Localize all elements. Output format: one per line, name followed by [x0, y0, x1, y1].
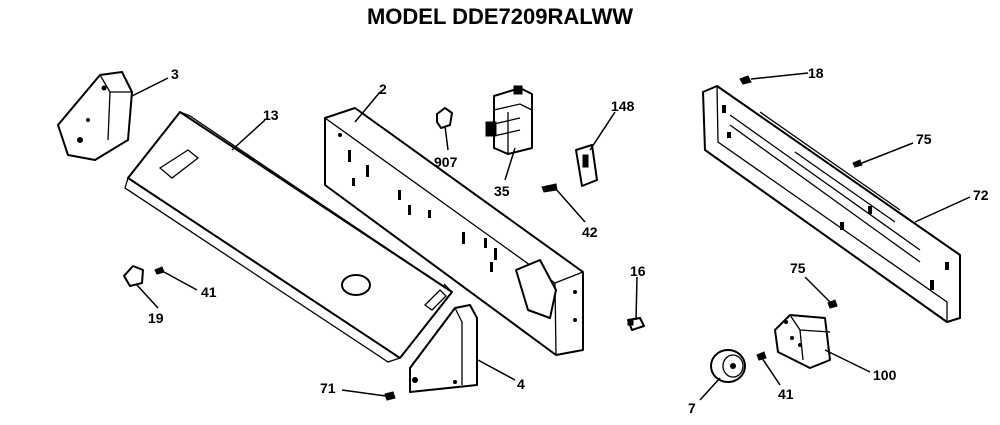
label-part-41-right: 41 — [778, 386, 794, 402]
part-42-screw — [541, 183, 558, 193]
label-part-75-lower: 75 — [790, 260, 806, 276]
label-part-18: 18 — [808, 65, 824, 81]
part-19-clip — [123, 265, 144, 287]
label-part-42: 42 — [582, 224, 598, 240]
label-part-75-upper: 75 — [916, 131, 932, 147]
label-part-3: 3 — [171, 66, 179, 82]
label-part-13: 13 — [263, 107, 279, 123]
part-labels: 3 13 2 907 35 148 42 18 75 72 16 75 100 … — [148, 65, 989, 416]
part-13-console-panel — [124, 111, 453, 363]
part-100-timer — [774, 314, 831, 369]
label-part-100: 100 — [873, 367, 897, 383]
part-18-screw — [739, 75, 752, 85]
part-71-screw — [384, 391, 396, 401]
part-2-control-panel — [324, 107, 584, 356]
label-part-148: 148 — [611, 98, 635, 114]
part-148-switch — [575, 144, 598, 187]
part-75-screw-lower — [827, 299, 838, 309]
leader-lines — [131, 72, 971, 401]
part-41-screw-left — [154, 266, 165, 275]
label-part-72: 72 — [973, 187, 989, 203]
part-75-screw-upper — [852, 159, 863, 168]
part-41-screw-right — [756, 351, 767, 361]
label-part-7: 7 — [688, 400, 696, 416]
label-part-71: 71 — [320, 380, 336, 396]
label-part-4: 4 — [517, 376, 525, 392]
part-72-rear-panel — [702, 85, 961, 323]
part-4-right-end-cap — [409, 304, 478, 393]
diagram-title: MODEL DDE7209RALWW — [367, 4, 633, 29]
part-907-clip — [436, 107, 453, 129]
label-part-19: 19 — [148, 310, 164, 326]
label-part-35: 35 — [494, 183, 510, 199]
label-part-16: 16 — [630, 263, 646, 279]
part-7-knob — [710, 349, 746, 383]
label-part-41-left: 41 — [201, 284, 217, 300]
label-part-2: 2 — [379, 81, 387, 97]
part-35-switch — [485, 85, 533, 155]
part-3-left-end-cap — [57, 71, 133, 161]
label-part-907: 907 — [434, 154, 458, 170]
